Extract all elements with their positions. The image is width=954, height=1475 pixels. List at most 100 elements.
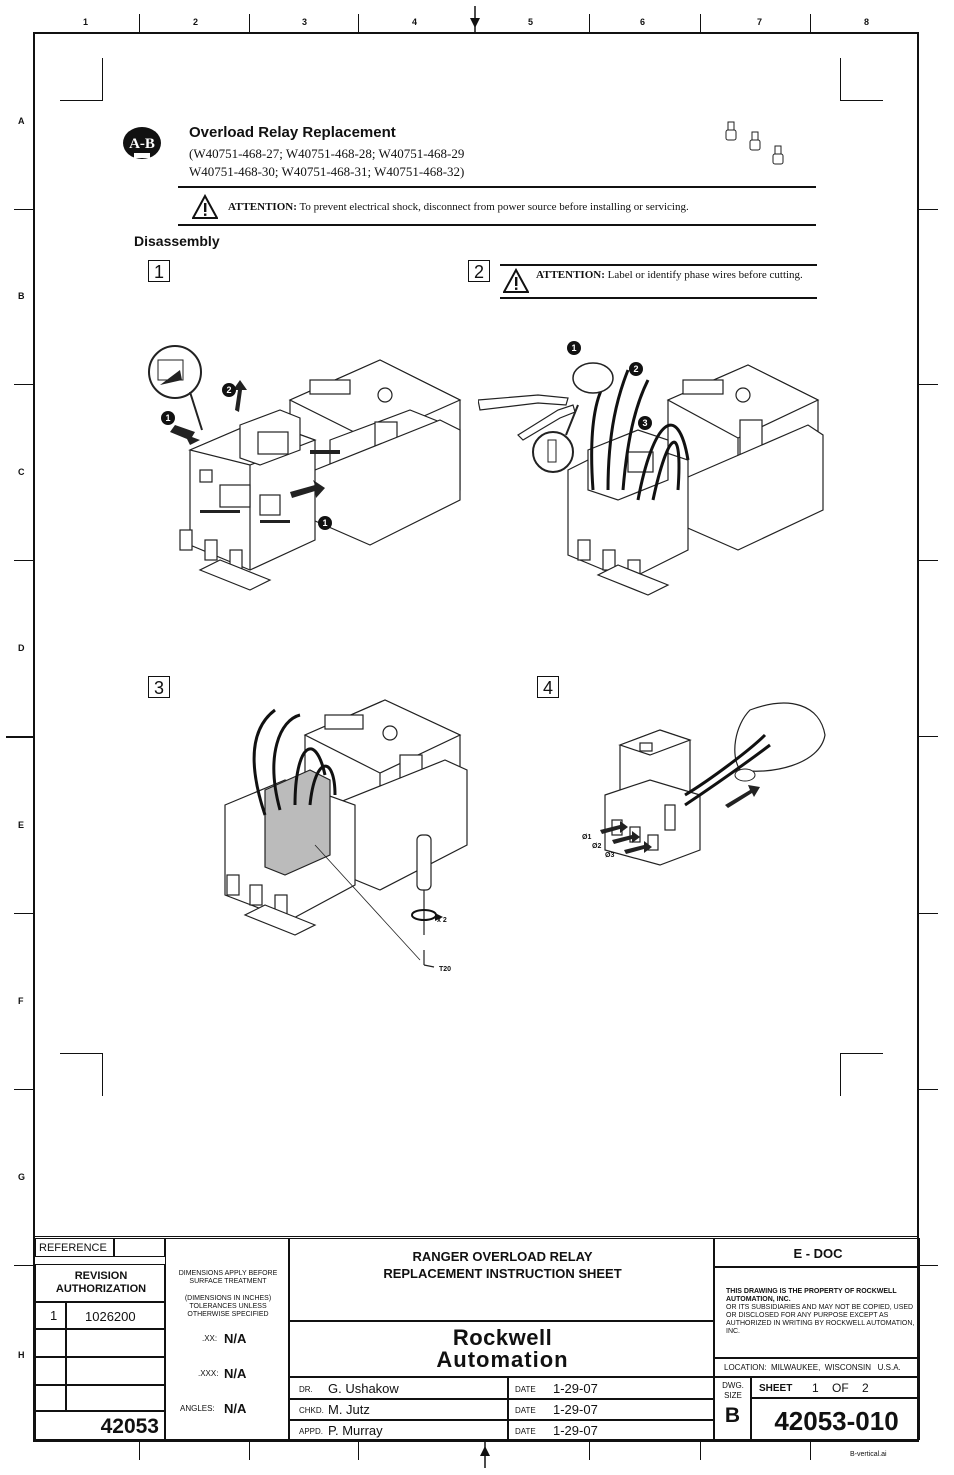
zone-row-h: H xyxy=(18,1350,25,1360)
attention-rule xyxy=(178,224,816,226)
part-numbers-line-1: (W40751-468-27; W40751-468-28; W40751-46… xyxy=(189,146,465,161)
bit-size: T20 xyxy=(439,966,452,973)
rotation-count: x 2 xyxy=(437,917,447,924)
edoc-label: E - DOC xyxy=(793,1246,843,1261)
tick xyxy=(810,14,811,32)
rev-value-cell: 1026200 xyxy=(66,1302,165,1329)
drawn-by-name: G. Ushakow xyxy=(328,1381,399,1396)
zone-col-5: 5 xyxy=(528,17,534,27)
tick xyxy=(139,1442,140,1460)
warning-icon xyxy=(503,268,529,293)
revision-header-cell: REVISION AUTHORIZATION xyxy=(35,1264,165,1302)
center-mark-top-icon xyxy=(470,6,480,32)
approved-date: 1-29-07 xyxy=(553,1423,598,1438)
sheet-number: 1 xyxy=(812,1381,819,1395)
tick xyxy=(358,1442,359,1460)
angles-value: N/A xyxy=(224,1401,247,1416)
attention-step2-message: Label or identify phase wires before cut… xyxy=(607,269,803,281)
company-cell: Rockwell Automation xyxy=(289,1321,714,1377)
rev-value: 1026200 xyxy=(85,1309,136,1324)
dwg-size-value: B xyxy=(724,1404,741,1427)
tick xyxy=(358,14,359,32)
checked-date: 1-29-07 xyxy=(553,1402,598,1417)
allen-bradley-logo: A-B xyxy=(123,127,161,159)
rev-row-cell xyxy=(35,1385,66,1411)
property-notice-1: THIS DRAWING IS THE PROPERTY OF ROCKWELL… xyxy=(726,1288,897,1303)
checked-date-cell: DATE 1-29-07 xyxy=(508,1399,714,1420)
xx-value: N/A xyxy=(224,1331,247,1346)
xxx-value: N/A xyxy=(224,1366,247,1381)
xxx-label: .XXX: xyxy=(198,1369,219,1378)
rev-row-cell xyxy=(35,1329,66,1357)
zone-col-2: 2 xyxy=(193,17,199,27)
callout-1: 1 xyxy=(318,516,332,530)
tick xyxy=(919,560,938,561)
tick xyxy=(14,1089,33,1090)
rev-row-cell xyxy=(35,1357,66,1385)
step-2-label: 2 xyxy=(468,260,490,282)
tick xyxy=(14,1265,33,1266)
zone-row-a: A xyxy=(18,116,25,126)
tick xyxy=(589,14,590,32)
phase-2-label: Ø2 xyxy=(592,843,602,850)
attention-message: To prevent electrical shock, disconnect … xyxy=(299,201,689,213)
svg-text:A-B: A-B xyxy=(129,136,155,152)
tick xyxy=(249,1442,250,1460)
rev-row-cell xyxy=(66,1385,165,1411)
attention-label: ATTENTION: xyxy=(228,201,297,213)
zone-row-g: G xyxy=(18,1172,26,1182)
drawn-by-label: DR. xyxy=(299,1385,313,1394)
zone-col-3: 3 xyxy=(302,17,308,27)
approved-date-cell: DATE 1-29-07 xyxy=(508,1420,714,1440)
date-label: DATE xyxy=(515,1406,536,1415)
attention-step2-rule-bottom xyxy=(500,297,817,299)
rev-row-cell xyxy=(66,1357,165,1385)
reference-cell: REFERENCE xyxy=(35,1238,114,1257)
property-notice-cell: THIS DRAWING IS THE PROPERTY OF ROCKWELL… xyxy=(714,1267,920,1358)
checked-by-name: M. Jutz xyxy=(328,1402,370,1417)
tick xyxy=(139,14,140,32)
step-2-illustration xyxy=(478,362,824,596)
zone-col-4: 4 xyxy=(412,17,418,27)
angles-label: ANGLES: xyxy=(180,1404,215,1413)
tick xyxy=(589,1442,590,1460)
tick xyxy=(919,913,938,914)
step-3-label: 3 xyxy=(148,676,170,698)
zone-row-c: C xyxy=(18,467,25,477)
approved-by-label: APPD. xyxy=(299,1427,324,1436)
zone-col-7: 7 xyxy=(757,17,763,27)
header-rule xyxy=(178,186,816,188)
dwg-size-label: DWG. SIZE xyxy=(722,1381,744,1400)
rev-row-cell xyxy=(66,1329,165,1357)
document-title-cell: RANGER OVERLOAD RELAY REPLACEMENT INSTRU… xyxy=(289,1238,714,1321)
crop-mark xyxy=(60,1053,103,1096)
screws-illustration xyxy=(725,121,784,165)
date-label: DATE xyxy=(515,1385,536,1394)
reference-value-cell xyxy=(114,1238,165,1257)
page-title: Overload Relay Replacement xyxy=(189,124,396,141)
dims-note-2: (DIMENSIONS IN INCHES) TOLERANCES UNLESS… xyxy=(184,1295,272,1318)
drawn-date-cell: DATE 1-29-07 xyxy=(508,1377,714,1399)
tick xyxy=(14,913,33,914)
company-name-line-2: Automation xyxy=(436,1347,569,1372)
phase-1-label: Ø1 xyxy=(582,834,592,841)
callout-2: 2 xyxy=(222,383,236,397)
crop-mark xyxy=(60,58,103,101)
sheet-of: OF xyxy=(832,1381,849,1395)
tick xyxy=(14,560,33,561)
attention-step2-text: ATTENTION: Label or identify phase wires… xyxy=(536,269,817,281)
checked-by-label: CHKD. xyxy=(299,1406,324,1415)
zone-col-1: 1 xyxy=(83,17,89,27)
crop-mark xyxy=(840,58,883,101)
step-3-illustration xyxy=(224,699,468,968)
sheet-cell: SHEET 1 OF 2 xyxy=(751,1377,920,1398)
tick xyxy=(919,1265,938,1266)
tolerances-cell: DIMENSIONS APPLY BEFORE SURFACE TREATMEN… xyxy=(165,1238,289,1440)
revision-authorization-label: REVISION AUTHORIZATION xyxy=(55,1270,147,1295)
attention-main-text: ATTENTION: To prevent electrical shock, … xyxy=(228,201,689,213)
tick xyxy=(6,736,33,738)
warning-icon xyxy=(192,194,218,219)
drawing-frame xyxy=(33,32,919,1442)
tick xyxy=(249,14,250,32)
title-block-top-rule xyxy=(33,1236,919,1237)
